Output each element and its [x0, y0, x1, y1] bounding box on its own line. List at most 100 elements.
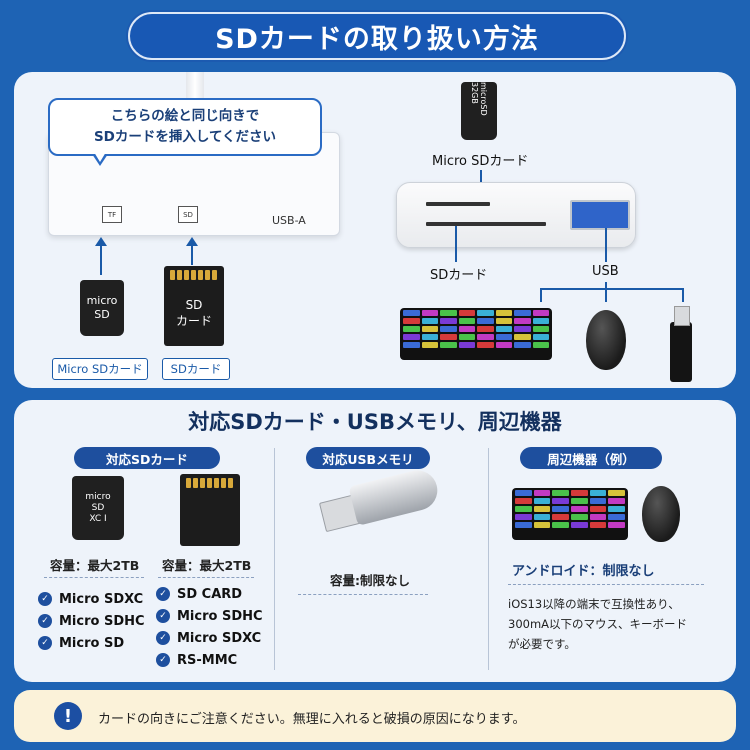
sd-tag-label: SDカード	[170, 362, 222, 376]
list-item: ✓ Micro SD	[38, 632, 145, 654]
list-item-label: Micro SDXC	[177, 630, 262, 646]
badge-peripherals-label: 周辺機器（例）	[547, 451, 635, 467]
connector-line	[455, 226, 457, 262]
capacity-micro: 容量：最大2TB	[50, 558, 140, 573]
badge-sd-cards-label: 対応SDカード	[106, 451, 188, 467]
mouse-image-2	[642, 486, 680, 542]
tf-slot-label: TF	[107, 210, 117, 219]
micro-logo-line-1: micro	[85, 491, 111, 502]
label-micro-sd: Micro SDカード	[432, 154, 529, 169]
arrow-shaft	[100, 245, 102, 275]
capacity-sd: 容量：最大2TB	[162, 558, 252, 573]
badge-sd-cards: 対応SDカード	[74, 447, 220, 469]
connector-line	[540, 288, 684, 290]
ios-note-line-3: が必要です。	[508, 637, 576, 651]
arrow-up-icon	[95, 237, 107, 246]
keyboard-image-2	[512, 488, 628, 540]
sd-slot	[426, 222, 546, 226]
exclamation-glyph: !	[63, 705, 73, 727]
list-item-label: SD CARD	[177, 586, 243, 602]
mouse-image	[586, 310, 626, 370]
micro-sdxc-card-image: micro SD XC I	[72, 476, 124, 540]
dashed-divider	[508, 584, 704, 585]
page-title: SDカードの取り扱い方法	[128, 12, 626, 60]
list-item: ✓ SD CARD	[156, 583, 263, 605]
connector-line	[682, 288, 684, 302]
list-item-label: RS-MMC	[177, 652, 238, 668]
sd-slot-label: SD	[183, 210, 193, 219]
micro-card-list: ✓ Micro SDXC ✓ Micro SDHC ✓ Micro SD	[38, 588, 145, 654]
usb-a-port	[570, 200, 630, 230]
page-title-text: SDカードの取り扱い方法	[215, 23, 539, 55]
android-compat: アンドロイド：制限なし	[512, 564, 655, 579]
compatibility-title: 対応SDカード・USBメモリ、周辺機器	[188, 410, 562, 434]
connector-line	[605, 282, 607, 302]
check-circle-icon: ✓	[156, 631, 170, 645]
bubble-line-2: SDカードを挿入してください	[93, 129, 277, 145]
badge-usb-memory-label: 対応USBメモリ	[322, 451, 414, 467]
micro-sd-card-photo: microSD 32GB	[461, 82, 497, 140]
check-circle-icon: ✓	[38, 614, 52, 628]
list-item: ✓ Micro SDXC	[38, 588, 145, 610]
micro-sd-slot	[426, 202, 490, 206]
dashed-divider	[44, 577, 144, 578]
list-item-label: Micro SDHC	[59, 613, 145, 629]
usb-a-label: USB-A	[272, 214, 306, 227]
check-circle-icon: ✓	[38, 636, 52, 650]
sd-card-pins	[186, 478, 233, 488]
badge-peripherals: 周辺機器（例）	[520, 447, 662, 469]
sd-card-list: ✓ SD CARD ✓ Micro SDHC ✓ Micro SDXC ✓ RS-MMC	[156, 583, 263, 671]
micro-logo-line-3: XC I	[89, 513, 107, 524]
label-usb: USB	[592, 264, 619, 279]
label-sd-card: SDカード	[430, 268, 488, 283]
micro-logo-line-2: SD	[91, 502, 105, 513]
list-item-label: Micro SD	[59, 635, 125, 651]
sd-tag: SDカード	[162, 358, 230, 380]
instruction-bubble: こちらの絵と同じ向きで SDカードを挿入してください	[48, 98, 322, 156]
micro-card-text-1: micro	[86, 294, 118, 307]
micro-sd-card-image: micro SD	[80, 280, 124, 336]
warning-text: カードの向きにご注意ください。無理に入れると破損の原因になります。	[98, 712, 526, 727]
sd-card-pins	[170, 270, 217, 280]
list-item: ✓ Micro SDHC	[156, 605, 263, 627]
list-item-label: Micro SDXC	[59, 591, 144, 607]
ios-note-line-1: iOS13以降の端末で互換性あり、	[508, 597, 680, 611]
column-separator	[274, 448, 275, 670]
list-item: ✓ Micro SDXC	[156, 627, 263, 649]
check-circle-icon: ✓	[156, 653, 170, 667]
warning-banner	[14, 690, 736, 742]
arrow-up-icon	[186, 237, 198, 246]
list-item: ✓ Micro SDHC	[38, 610, 145, 632]
column-separator	[488, 448, 489, 670]
sd-card-image-2	[180, 474, 240, 546]
micro-sd-tag-label: Micro SDカード	[57, 362, 143, 376]
list-item-label: Micro SDHC	[177, 608, 263, 624]
connector-line	[605, 228, 607, 262]
micro-sd-tag: Micro SDカード	[52, 358, 148, 380]
usb-flash-connector	[674, 306, 690, 326]
usb-flash-drive-image	[670, 322, 692, 382]
bubble-tail-inner	[94, 152, 106, 162]
check-circle-icon: ✓	[156, 587, 170, 601]
connector-line	[540, 288, 542, 302]
sd-card-text-1: SD	[185, 298, 203, 312]
bubble-line-1: こちらの絵と同じ向きで	[110, 108, 260, 124]
micro-card-text-2: SD	[94, 308, 110, 321]
ios-note: iOS13以降の端末で互換性あり、 300mA以下のマウス、キーボード が必要で…	[508, 594, 687, 654]
dashed-divider	[298, 594, 428, 595]
exclamation-icon: !	[54, 702, 82, 730]
check-circle-icon: ✓	[38, 592, 52, 606]
check-circle-icon: ✓	[156, 609, 170, 623]
tf-slot-icon: TF	[102, 206, 122, 223]
badge-usb-memory: 対応USBメモリ	[306, 447, 430, 469]
usb-capacity: 容量:制限なし	[330, 573, 410, 588]
dashed-divider	[158, 577, 254, 578]
sd-slot-icon: SD	[178, 206, 198, 223]
sd-card-image: SD カード	[164, 266, 224, 346]
micro-card-photo-text: microSD 32GB	[470, 82, 488, 116]
keyboard-image	[400, 308, 552, 360]
list-item: ✓ RS-MMC	[156, 649, 263, 671]
ios-note-line-2: 300mA以下のマウス、キーボード	[508, 617, 688, 631]
sd-card-text-2: カード	[175, 314, 212, 328]
arrow-shaft	[191, 245, 193, 265]
